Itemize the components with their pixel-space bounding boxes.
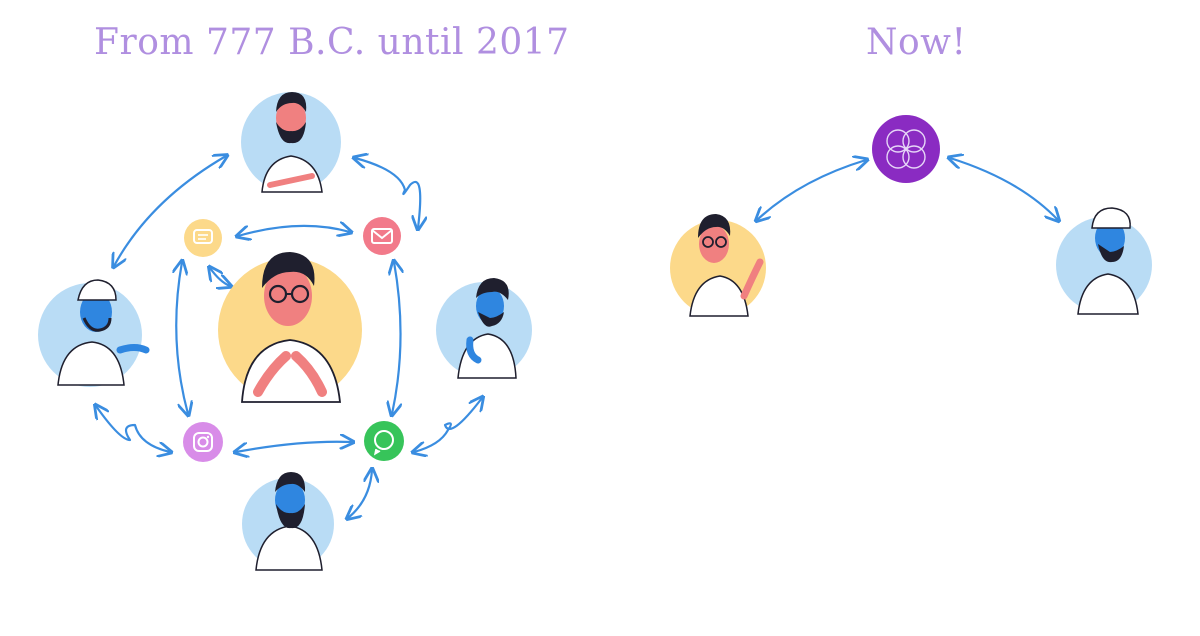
right-panel-title: Now! <box>866 22 967 63</box>
mail-app-icon <box>363 217 401 255</box>
chat-app-icon <box>184 219 222 257</box>
left-panel-title: From 777 B.C. until 2017 <box>94 22 570 63</box>
person-center-avatar <box>218 252 362 403</box>
person-glasses-avatar <box>670 214 766 317</box>
right-panel-diagram <box>670 115 1152 317</box>
connection-arrows <box>96 156 482 518</box>
arrow-hub-to-right <box>950 158 1058 220</box>
instagram-app-icon <box>183 422 223 462</box>
person-cap-avatar <box>1056 207 1152 315</box>
left-panel-diagram <box>38 92 532 571</box>
person-left-avatar <box>38 279 150 387</box>
person-bottom-avatar <box>242 472 334 571</box>
whatsapp-app-icon <box>364 421 404 461</box>
person-top-avatar <box>241 92 341 193</box>
person-right-avatar <box>436 278 532 379</box>
flower-logo-icon <box>872 115 940 183</box>
arrow-left-to-hub <box>757 160 866 220</box>
